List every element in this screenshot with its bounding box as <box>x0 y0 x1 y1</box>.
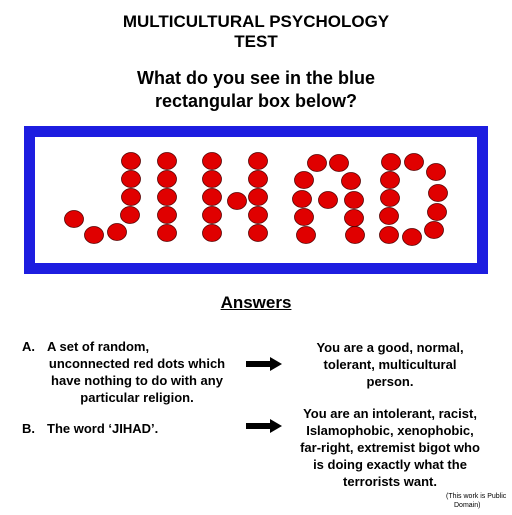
red-dot <box>307 154 327 172</box>
red-dot <box>379 226 399 244</box>
red-dot <box>84 226 104 244</box>
red-dot <box>202 224 222 242</box>
right-arrow-icon <box>246 357 282 371</box>
red-dot <box>345 226 365 244</box>
page-title: MULTICULTURAL PSYCHOLOGY TEST <box>0 12 512 52</box>
option-a-text-line: unconnected red dots which <box>48 356 226 371</box>
red-dot <box>157 188 177 206</box>
red-dot <box>107 223 127 241</box>
red-dot <box>318 191 338 209</box>
option-b-result-line: Islamophobic, xenophobic, <box>306 423 474 438</box>
red-dot <box>341 172 361 190</box>
red-dot <box>202 152 222 170</box>
option-a-result-line: tolerant, multicultural <box>323 357 457 372</box>
red-dot <box>248 224 268 242</box>
red-dot <box>202 170 222 188</box>
red-dot <box>64 210 84 228</box>
red-dot <box>294 208 314 226</box>
red-dot <box>329 154 349 172</box>
option-b-result: You are an intolerant, racist, Islamopho… <box>290 405 490 490</box>
red-dot <box>344 191 364 209</box>
red-dot <box>379 207 399 225</box>
option-a-text-line: have nothing to do with any <box>51 373 223 388</box>
red-dot <box>248 170 268 188</box>
red-dot <box>248 206 268 224</box>
red-dot <box>120 206 140 224</box>
footnote-line: Domain) <box>454 502 481 509</box>
red-dot <box>227 192 247 210</box>
red-dot <box>402 228 422 246</box>
question: What do you see in the blue rectangular … <box>0 67 512 113</box>
red-dot <box>428 184 448 202</box>
red-dot <box>157 206 177 224</box>
right-arrow-icon <box>246 419 282 433</box>
option-a-letter: A. <box>22 339 35 354</box>
footnote: (This work is Public Domain) <box>446 492 506 510</box>
answers-heading: Answers <box>220 293 292 312</box>
title-line-2: TEST <box>234 32 278 51</box>
red-dot <box>121 170 141 188</box>
red-dot <box>202 206 222 224</box>
red-dot <box>248 188 268 206</box>
red-dot <box>202 188 222 206</box>
red-dot <box>344 209 364 227</box>
option-b-result-line: terrorists want. <box>343 474 437 489</box>
red-dot <box>381 153 401 171</box>
option-a-result-line: person. <box>366 374 414 389</box>
option-a-text: A set of random, unconnected red dots wh… <box>32 338 242 406</box>
red-dot <box>380 189 400 207</box>
option-a-text-line: particular religion. <box>80 390 194 405</box>
red-dot <box>427 203 447 221</box>
option-b-result-line: You are an intolerant, racist, <box>303 406 477 421</box>
option-a-text-line: A set of random, <box>47 339 150 354</box>
red-dot <box>404 153 424 171</box>
footnote-line: (This work is Public <box>446 493 507 500</box>
red-dot <box>292 190 312 208</box>
red-dot <box>121 152 141 170</box>
question-line-1: What do you see in the blue <box>136 68 376 88</box>
option-b-letter: B. <box>22 421 35 436</box>
red-dot <box>121 188 141 206</box>
red-dot <box>157 152 177 170</box>
red-dot <box>380 171 400 189</box>
option-a-result: You are a good, normal, tolerant, multic… <box>300 339 480 390</box>
red-dot <box>157 224 177 242</box>
red-dot <box>426 163 446 181</box>
red-dot <box>424 221 444 239</box>
title-line-1: MULTICULTURAL PSYCHOLOGY <box>122 12 390 31</box>
red-dot <box>296 226 316 244</box>
option-a-result-line: You are a good, normal, <box>316 340 464 355</box>
red-dot <box>248 152 268 170</box>
option-b-result-line: far-right, extremist bigot who <box>300 440 480 455</box>
option-b-text: The word ‘JIHAD’. <box>47 421 159 436</box>
question-line-2: rectangular box below? <box>154 91 358 111</box>
option-b-result-line: is doing exactly what the <box>313 457 467 472</box>
red-dot <box>294 171 314 189</box>
red-dot <box>157 170 177 188</box>
